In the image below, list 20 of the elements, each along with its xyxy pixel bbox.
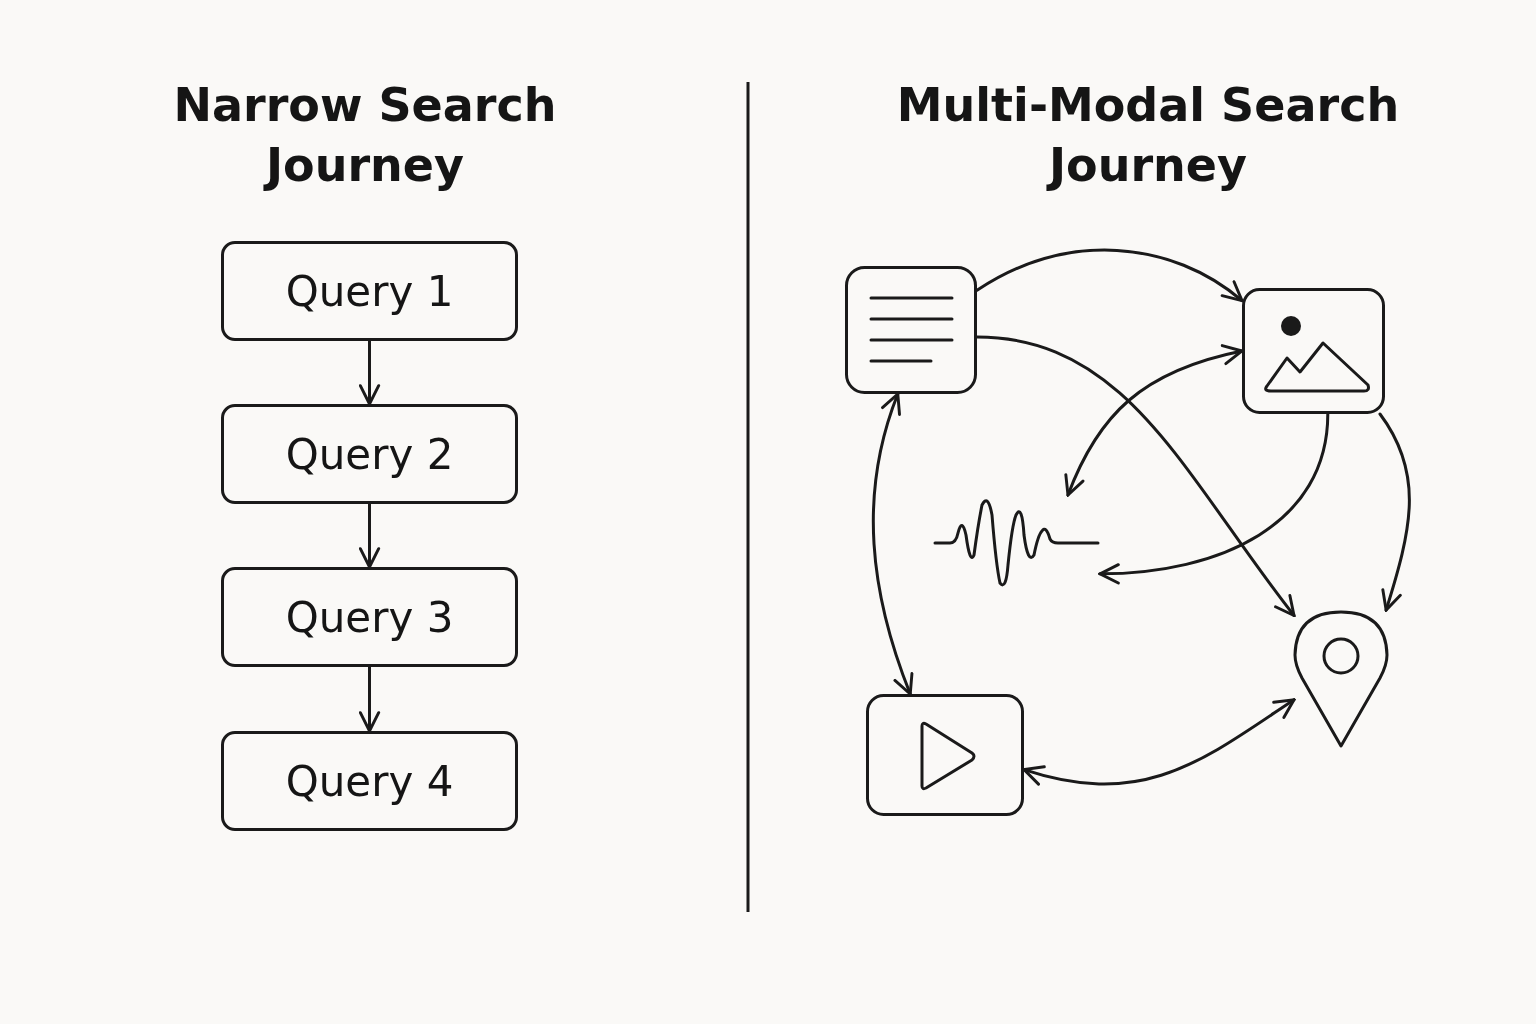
query-box: Query 4 bbox=[221, 731, 518, 831]
location-pin-icon bbox=[1294, 610, 1388, 748]
arrow bbox=[1378, 412, 1411, 612]
arrow bbox=[358, 502, 381, 569]
query-box: Query 2 bbox=[221, 404, 518, 504]
section-heading: Narrow Search Journey bbox=[172, 77, 558, 194]
document-icon bbox=[845, 266, 977, 394]
arrow bbox=[358, 339, 381, 406]
arrow bbox=[1098, 412, 1330, 584]
arrow bbox=[871, 392, 914, 696]
arrow bbox=[1022, 698, 1296, 786]
arrow bbox=[975, 335, 1296, 617]
image-icon bbox=[1242, 288, 1385, 414]
query-box: Query 1 bbox=[221, 241, 518, 341]
arrow bbox=[358, 665, 381, 733]
section-heading: Multi-Modal Search Journey bbox=[895, 77, 1401, 194]
video-play-icon bbox=[866, 694, 1024, 816]
query-box: Query 3 bbox=[221, 567, 518, 667]
arrow bbox=[1064, 344, 1244, 497]
arrow bbox=[975, 248, 1244, 303]
